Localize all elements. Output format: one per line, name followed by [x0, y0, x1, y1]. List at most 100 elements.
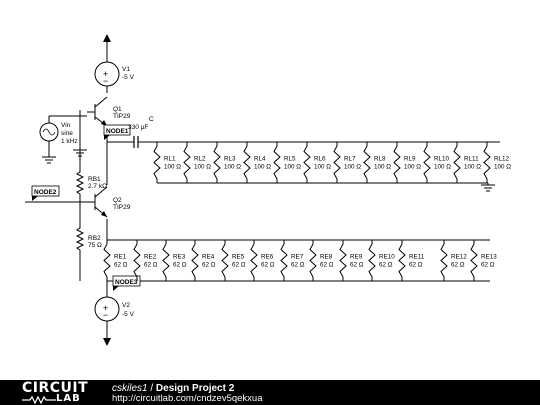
rb1-resistor[interactable]	[75, 170, 85, 196]
vin-ground-icon	[42, 156, 56, 164]
re-resistor-8[interactable]	[309, 240, 317, 281]
vin-freq: 1 kHz	[61, 138, 78, 145]
re-name-9: RE9	[350, 254, 363, 261]
rl-value-6: 100 Ω	[314, 164, 331, 171]
circuitlab-logo[interactable]: CIRCUIT LAB	[22, 381, 92, 405]
re-value-6: 62 Ω	[261, 262, 275, 269]
re-name-11: RE11	[409, 254, 425, 261]
re-resistor-13[interactable]	[470, 240, 478, 281]
schematic-canvas: + − V1 -5 V Q1 TIP29 NODE1 C 330 µF Vin …	[25, 34, 511, 346]
rl-resistor-11[interactable]	[453, 142, 461, 183]
node2-label[interactable]	[31, 185, 60, 197]
q2-part: TIP29	[113, 204, 131, 211]
re-value-2: 62 Ω	[144, 262, 158, 269]
svg-text:+: +	[103, 69, 108, 79]
re-value-4: 62 Ω	[202, 262, 216, 269]
rl-value-12: 100 Ω	[494, 164, 511, 171]
rl-resistor-6[interactable]	[303, 142, 311, 183]
node1-pointer-icon	[104, 135, 110, 140]
footer-project-name: Design Project 2	[155, 383, 235, 394]
rl-name-8: RL8	[374, 156, 386, 163]
svg-text:−: −	[103, 76, 108, 86]
rl-name-12: RL12	[494, 156, 510, 163]
rl-resistor-3[interactable]	[213, 142, 221, 183]
rl-resistor-8[interactable]	[363, 142, 371, 183]
q2-name: Q2	[113, 197, 122, 204]
re-value-5: 62 Ω	[232, 262, 246, 269]
c-name: C	[149, 116, 154, 123]
re-name-13: RE13	[481, 254, 497, 261]
v2-value: -5 V	[122, 311, 135, 318]
rl-resistor-9[interactable]	[393, 142, 401, 183]
footer-title: cskiles1 / Design Project 2	[112, 383, 234, 394]
re-resistor-11[interactable]	[398, 240, 406, 281]
v1-source-icon[interactable]	[94, 61, 120, 87]
rl-resistor-1[interactable]	[153, 142, 161, 183]
rl-name-1: RL1	[164, 156, 176, 163]
vin-type: sine	[61, 130, 73, 137]
re-resistor-1[interactable]	[103, 240, 111, 281]
rb1-name: RB1	[88, 176, 101, 183]
re-name-6: RE6	[261, 254, 274, 261]
rl-value-7: 100 Ω	[344, 164, 361, 171]
rl-value-8: 100 Ω	[374, 164, 391, 171]
rl-resistor-4[interactable]	[243, 142, 251, 183]
footer-bar: CIRCUIT LAB cskiles1 / Design Project 2 …	[0, 380, 540, 405]
re-value-12: 62 Ω	[451, 262, 465, 269]
node2-text: NODE2	[34, 189, 57, 196]
rl-resistor-7[interactable]	[333, 142, 341, 183]
rl-name-2: RL2	[194, 156, 206, 163]
q1-part: TIP29	[113, 113, 131, 120]
rb1-ground-icon	[73, 149, 87, 157]
rl-resistor-10[interactable]	[423, 142, 431, 183]
footer-username[interactable]: cskiles1	[112, 383, 148, 394]
re-value-11: 62 Ω	[409, 262, 423, 269]
re-resistor-5[interactable]	[221, 240, 229, 281]
node3-text: NODE3	[115, 279, 138, 286]
rl-value-2: 100 Ω	[194, 164, 211, 171]
rl-value-3: 100 Ω	[224, 164, 241, 171]
rl-value-10: 100 Ω	[434, 164, 451, 171]
v2-source-icon[interactable]	[94, 296, 120, 322]
node3-label[interactable]	[112, 275, 141, 287]
re-name-2: RE2	[144, 254, 157, 261]
re-value-3: 62 Ω	[173, 262, 187, 269]
logo-wire-icon	[22, 395, 56, 405]
v2-name: V2	[122, 302, 130, 309]
rl-resistor-12[interactable]	[483, 142, 491, 183]
rl-value-11: 100 Ω	[464, 164, 481, 171]
re-resistor-6[interactable]	[250, 240, 258, 281]
rb2-name: RB2	[88, 235, 101, 242]
rl-name-7: RL7	[344, 156, 356, 163]
rl-resistor-5[interactable]	[273, 142, 281, 183]
re-value-10: 62 Ω	[379, 262, 393, 269]
re-name-1: RE1	[114, 254, 127, 261]
wires	[25, 40, 500, 340]
re-name-4: RE4	[202, 254, 215, 261]
re-value-13: 62 Ω	[481, 262, 495, 269]
rl-value-5: 100 Ω	[284, 164, 301, 171]
node1-label[interactable]	[103, 124, 131, 136]
v1-value: -5 V	[122, 74, 135, 81]
re-resistor-3[interactable]	[162, 240, 170, 281]
c-value: 330 µF	[128, 124, 148, 131]
footer-url[interactable]: http://circuitlab.com/cndzev5qekxua	[112, 393, 263, 404]
svg-text:+: +	[103, 303, 108, 313]
re-resistor-10[interactable]	[368, 240, 376, 281]
logo-bottom-text: LAB	[56, 393, 81, 404]
logo-top-text: CIRCUIT	[22, 380, 89, 396]
rb2-resistor[interactable]	[75, 226, 85, 252]
re-resistor-2[interactable]	[133, 240, 141, 281]
re-resistor-7[interactable]	[280, 240, 288, 281]
rl-value-4: 100 Ω	[254, 164, 271, 171]
v1-name: V1	[122, 66, 130, 73]
re-resistor-12[interactable]	[440, 240, 448, 281]
rl-resistor-2[interactable]	[183, 142, 191, 183]
rl-name-4: RL4	[254, 156, 266, 163]
capacitor-c[interactable]	[133, 136, 139, 148]
re-resistor-4[interactable]	[191, 240, 199, 281]
q1-name: Q1	[113, 106, 122, 113]
vin-name: Vin	[61, 122, 71, 129]
re-resistor-9[interactable]	[339, 240, 347, 281]
